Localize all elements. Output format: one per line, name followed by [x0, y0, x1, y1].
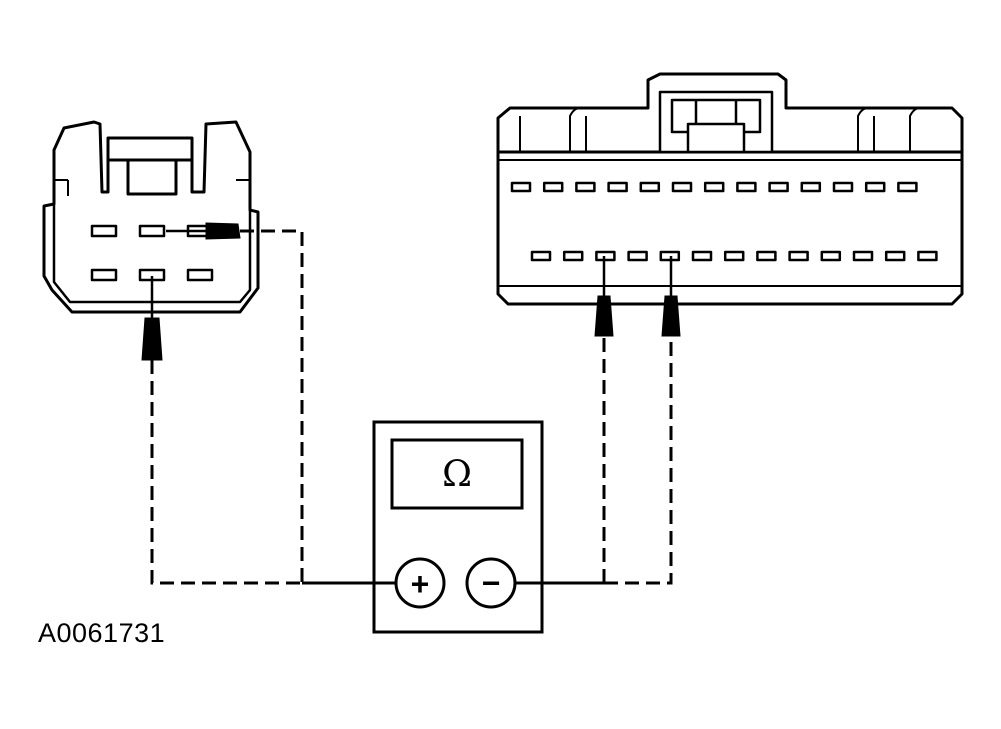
- terminal-slot: [736, 181, 757, 193]
- terminal-slot: [884, 250, 906, 262]
- probe-body: [661, 295, 681, 337]
- left-connector: [42, 120, 260, 314]
- terminal-slot: [627, 250, 648, 262]
- terminal-slot: [723, 250, 745, 262]
- terminal-slot: [800, 181, 822, 193]
- test-leads: [150, 229, 673, 585]
- terminal-slot: [575, 181, 596, 193]
- terminal-slot: [90, 224, 118, 238]
- probe-body: [205, 222, 241, 240]
- figure-id: A0061731: [38, 618, 166, 648]
- terminal-slot: [788, 250, 809, 262]
- multimeter: Ω + −: [372, 420, 544, 634]
- left-connector-inner-frame: [52, 204, 252, 304]
- right-connector-body: [496, 72, 964, 306]
- terminal-slot: [510, 181, 532, 193]
- terminal-slot: [756, 250, 777, 262]
- negative-symbol: −: [482, 565, 501, 601]
- right-connector-terminal-row-top: [510, 181, 918, 193]
- terminal-slot: [917, 250, 938, 262]
- terminal-slot: [595, 250, 616, 262]
- terminal-slot: [639, 181, 661, 193]
- terminal-slot: [864, 181, 886, 193]
- terminal-slot: [90, 268, 118, 282]
- terminal-slot: [820, 250, 842, 262]
- probe-body: [594, 295, 614, 337]
- lead-right-2: [604, 338, 673, 585]
- lead-left-top: [240, 229, 304, 583]
- left-connector-terminals: [90, 224, 214, 282]
- probe-bodies: [141, 222, 681, 361]
- terminal-slot: [691, 250, 713, 262]
- probe-body: [141, 317, 163, 361]
- right-connector-terminal-row-bottom: [530, 250, 938, 262]
- ohm-symbol: Ω: [442, 454, 472, 495]
- terminal-slot: [671, 181, 693, 193]
- terminal-slot: [607, 181, 628, 193]
- right-connector: [496, 72, 964, 306]
- left-connector-latch: [126, 158, 178, 196]
- terminal-slot: [897, 181, 918, 193]
- terminal-slot: [542, 181, 564, 193]
- terminal-slot: [530, 250, 552, 262]
- right-connector-ribs: [519, 107, 921, 152]
- multimeter-display: [390, 438, 524, 510]
- terminal-slot: [832, 181, 854, 193]
- terminal-slot: [768, 181, 789, 193]
- positive-symbol: +: [411, 566, 430, 602]
- terminal-slot: [703, 181, 725, 193]
- terminal-slot: [562, 250, 584, 262]
- terminal-slot: [852, 250, 874, 262]
- terminal-slot: [186, 268, 214, 282]
- left-connector-body: [42, 120, 260, 314]
- terminal-slot: [138, 224, 166, 238]
- right-connector-latch-tab: [686, 122, 746, 154]
- lead-left-bottom: [150, 360, 302, 585]
